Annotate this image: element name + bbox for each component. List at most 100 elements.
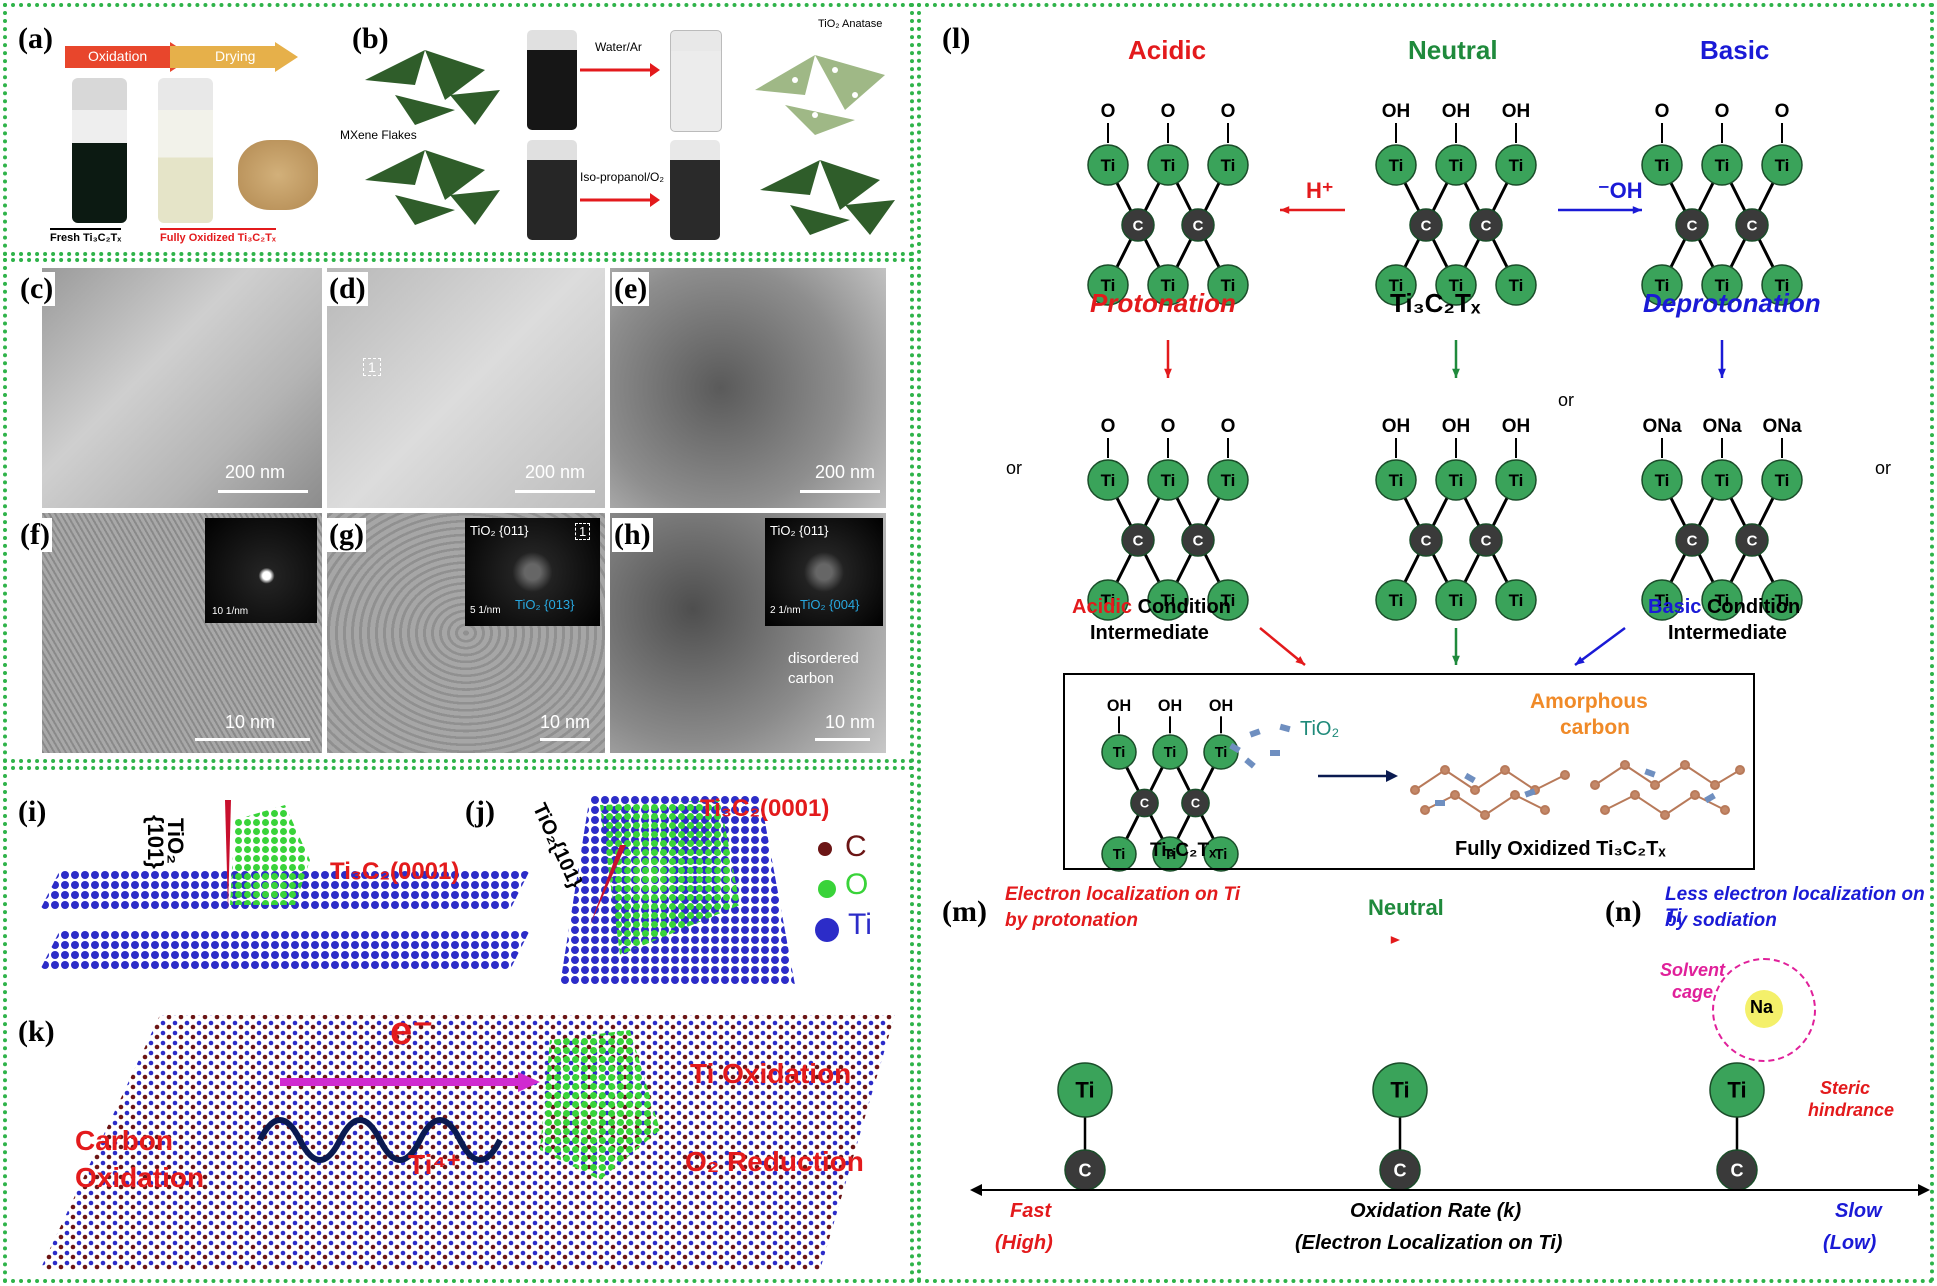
mxene-flakes-label: MXene Flakes: [340, 128, 417, 142]
acidic-int-mol-ti-top: [1087, 459, 1129, 501]
neutral-mol-ti-bottom-label: Ti: [1389, 276, 1404, 295]
box-ti3c2tx-label: Ti₃C₂Tₓ: [1150, 840, 1217, 861]
neutral-mol-top-group: OH: [1442, 101, 1471, 122]
m-neutral-label: Neutral: [1368, 895, 1444, 920]
acidic-mol-ti-top: [1087, 144, 1129, 186]
box-mol-ti-top-label: Ti: [1215, 745, 1228, 761]
box-arrow: [1318, 770, 1398, 782]
neutral-mol-ti-bottom: [1375, 264, 1417, 306]
drying-label: Drying: [215, 48, 256, 64]
label-i: (i): [18, 795, 47, 828]
box-mol-top-group: OH: [1158, 697, 1182, 715]
arrow-acidic-to-box: [1259, 627, 1306, 666]
scale-label-f: 10 nm: [225, 712, 276, 732]
slab-k: [40, 1015, 895, 1270]
tio2-cluster-i: [225, 800, 310, 910]
g-inset-bottom: TiO₂ {013}: [515, 597, 575, 612]
acidic-mol-top-group: O: [1101, 101, 1116, 122]
acidic-mol-c-left: [1121, 208, 1155, 242]
or-label-right: or: [1875, 458, 1892, 478]
basic-int-mol-c-left-label: C: [1687, 532, 1698, 549]
tem-image-c: [42, 268, 322, 508]
neutral-heading: Neutral: [1408, 35, 1498, 65]
solvent-label: Solvent: [1660, 960, 1726, 980]
na-ion: [1745, 990, 1783, 1028]
n-center-ti: [1709, 1062, 1765, 1118]
deprotonation-label: Deprotonation: [1643, 288, 1821, 318]
acidic-int-mol-ti-top-label: Ti: [1101, 471, 1116, 490]
acidic-mol-ti-top-label: Ti: [1161, 156, 1176, 175]
cage-label: cage: [1672, 982, 1714, 1002]
fft-inset-h: [765, 518, 883, 626]
acidic-int-mol-c-right-label: C: [1193, 532, 1204, 549]
m-center-c-label: C: [1394, 1160, 1407, 1180]
diffraction-inset-f: [205, 518, 317, 623]
acidic-mol-ti-bottom-label: Ti: [1101, 276, 1116, 295]
m-left-ti: [1057, 1062, 1113, 1118]
neutral-mol-c-left: [1409, 208, 1443, 242]
basic-int-mol-ti-top-label: Ti: [1775, 471, 1790, 490]
neutral-mol-c-right: [1469, 208, 1503, 242]
n-center-ti-label: Ti: [1727, 1078, 1746, 1103]
basic-int-mol-top-group: ONa: [1642, 416, 1682, 437]
f-inset-scale: 10 1/nm: [212, 606, 249, 617]
intermediate-right: Intermediate: [1668, 622, 1787, 644]
panel-ch-frame: [3, 258, 914, 763]
neutral-int-mol-ti-top-label: Ti: [1449, 471, 1464, 490]
vial-b2: [527, 140, 577, 240]
neutral-int-mol-ti-top: [1435, 459, 1477, 501]
neutral-mol-ti-top-label: Ti: [1509, 156, 1524, 175]
basic-mol-ti-top-label: Ti: [1775, 156, 1790, 175]
fresh-vial: [72, 78, 127, 223]
panel-ln-frame: [917, 3, 1934, 1283]
k-carbon-label: Carbon: [75, 1125, 173, 1156]
acidic-mol-ti-top-label: Ti: [1101, 156, 1116, 175]
rate-title: Oxidation Rate (k): [1350, 1200, 1522, 1222]
neutral-mol-ti-bottom-label: Ti: [1449, 276, 1464, 295]
neutral-int-mol-ti-bottom: [1435, 579, 1477, 621]
basic-int-mol-top-group: ONa: [1702, 416, 1742, 437]
label-b: (b): [352, 22, 389, 55]
box-mol-c-right-label: C: [1191, 795, 1200, 810]
label-j: (j): [465, 795, 495, 828]
basic-int-mol-ti-bottom: [1641, 579, 1683, 621]
hindrance-label: hindrance: [1808, 1100, 1895, 1120]
label-a: (a): [18, 22, 53, 55]
box-mol-c-right: [1181, 788, 1210, 818]
acidic-int-mol-ti-top-label: Ti: [1161, 471, 1176, 490]
neutral-int-mol-top-group: OH: [1442, 416, 1471, 437]
i-ti3c2-label: Ti₃C₂(0001): [330, 858, 460, 885]
basic-int-mol-ti-bottom: [1701, 579, 1743, 621]
label-g: (g): [327, 518, 366, 552]
arrow-basic-to-box-head: [1575, 656, 1585, 665]
or-label-center: or: [1558, 390, 1575, 410]
legend-o-label: O: [845, 868, 869, 901]
acidic-mol-ti-bottom-label: Ti: [1221, 276, 1236, 295]
tem-image-e: [610, 268, 886, 508]
basic-mol-ti-bottom-label: Ti: [1655, 276, 1670, 295]
m-left-c-label: C: [1079, 1160, 1092, 1180]
or-label-left: or: [1006, 458, 1023, 478]
neutral-int-mol-ti-bottom-label: Ti: [1389, 591, 1404, 610]
steric-label: Steric: [1820, 1078, 1871, 1098]
basic-int-mol-ti-bottom-label: Ti: [1655, 591, 1670, 610]
panel-ik-frame: [3, 766, 914, 1283]
basic-mol-ti-top-label: Ti: [1715, 156, 1730, 175]
rate-subtitle: (Electron Localization on Ti): [1295, 1232, 1563, 1254]
basic-mol-ti-bottom-label: Ti: [1775, 276, 1790, 295]
acidic-mol-ti-top: [1147, 144, 1189, 186]
slab-j: [560, 795, 795, 985]
legend-o-dot: [818, 880, 836, 898]
neutral-int-mol-c-left: [1409, 523, 1443, 557]
mxene-flakes-bottom: [365, 150, 500, 225]
vial-b4: [670, 140, 720, 240]
box-mol-top-group: OH: [1209, 697, 1233, 715]
scale-label-e: 200 nm: [815, 462, 876, 482]
k-oxidation-label: Oxidation: [75, 1162, 205, 1193]
label-m: (m): [942, 895, 987, 928]
label-d: (d): [327, 272, 368, 306]
neutral-mol-c-left-label: C: [1421, 217, 1432, 234]
fresh-label: Fresh Ti₃C₂Tₓ: [50, 228, 122, 244]
acidic-int-mol-top-group: O: [1221, 416, 1236, 437]
